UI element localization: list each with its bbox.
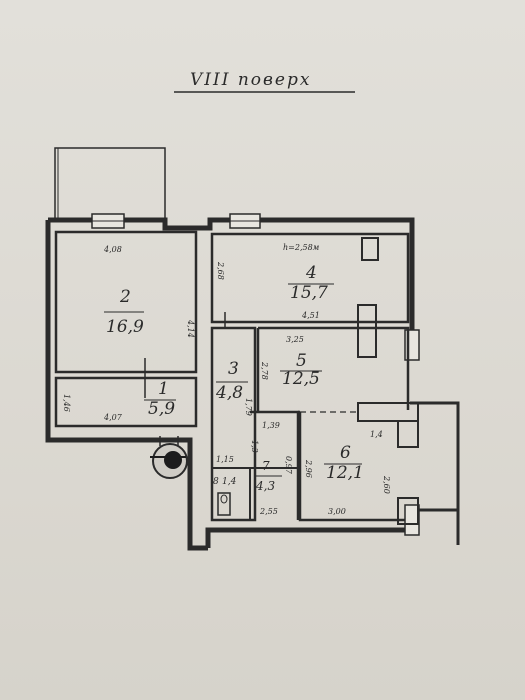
dim-13: 1,3 bbox=[250, 440, 259, 453]
room-4-area: 15,7 bbox=[290, 283, 328, 303]
room-8-number: 8 bbox=[213, 477, 219, 487]
dim-278: 2,78 bbox=[260, 361, 269, 380]
dim-260: 2,60 bbox=[382, 475, 391, 494]
dim-325: 3,25 bbox=[286, 335, 304, 344]
dim-146: 1,46 bbox=[62, 394, 71, 412]
room-3-number: 3 bbox=[228, 359, 239, 379]
room-7-number: 7 bbox=[262, 459, 270, 473]
room-6-number: 6 bbox=[340, 443, 351, 463]
room-labels: 2 16,9 1 5,9 3 4,8 4 15,7 5 12,5 6 12,1 … bbox=[104, 263, 364, 493]
room-4-number: 4 bbox=[305, 263, 317, 283]
columns bbox=[357, 237, 419, 525]
dim-14: 1,4 bbox=[370, 430, 383, 439]
room-3-area: 4,8 bbox=[215, 383, 243, 403]
dim-255: 2,55 bbox=[259, 507, 278, 516]
room-6-area: 12,1 bbox=[326, 463, 364, 483]
dimension-labels: h=2,58м 4,08 4,14 1,46 4,07 2,68 4,51 3,… bbox=[62, 243, 391, 516]
room-5-area: 12,5 bbox=[282, 369, 320, 389]
room-7-area: 4,3 bbox=[255, 479, 275, 493]
dim-179: 1,79 bbox=[244, 398, 253, 416]
dim-407: 4,07 bbox=[103, 413, 123, 422]
dim-300: 3,00 bbox=[328, 507, 346, 516]
room-1-area: 5,9 bbox=[148, 399, 175, 419]
ceiling-height-label: h=2,58м bbox=[283, 243, 320, 252]
dim-115: 1,15 bbox=[216, 455, 234, 464]
toilet-fixture bbox=[217, 492, 231, 516]
dim-296: 2,96 bbox=[304, 459, 313, 478]
dim-414: 4,14 bbox=[186, 319, 195, 338]
room-5-number: 5 bbox=[296, 351, 307, 371]
dim-268: 2,68 bbox=[216, 261, 225, 280]
dim-097: 0,97 bbox=[284, 456, 293, 475]
balcony bbox=[54, 147, 166, 221]
room-2-area: 16,9 bbox=[106, 317, 144, 337]
room-2-number: 2 bbox=[119, 287, 131, 307]
inner-walls bbox=[54, 230, 410, 522]
plan-title: VIII поверх bbox=[190, 70, 311, 90]
dim-408: 4,08 bbox=[103, 245, 122, 254]
dim-451: 4,51 bbox=[301, 311, 320, 320]
outer-walls bbox=[45, 217, 460, 551]
room-8-area: 1,4 bbox=[222, 477, 237, 487]
dim-139: 1,39 bbox=[262, 421, 280, 430]
utility-shaft bbox=[150, 436, 188, 479]
room-1-number: 1 bbox=[158, 379, 169, 399]
